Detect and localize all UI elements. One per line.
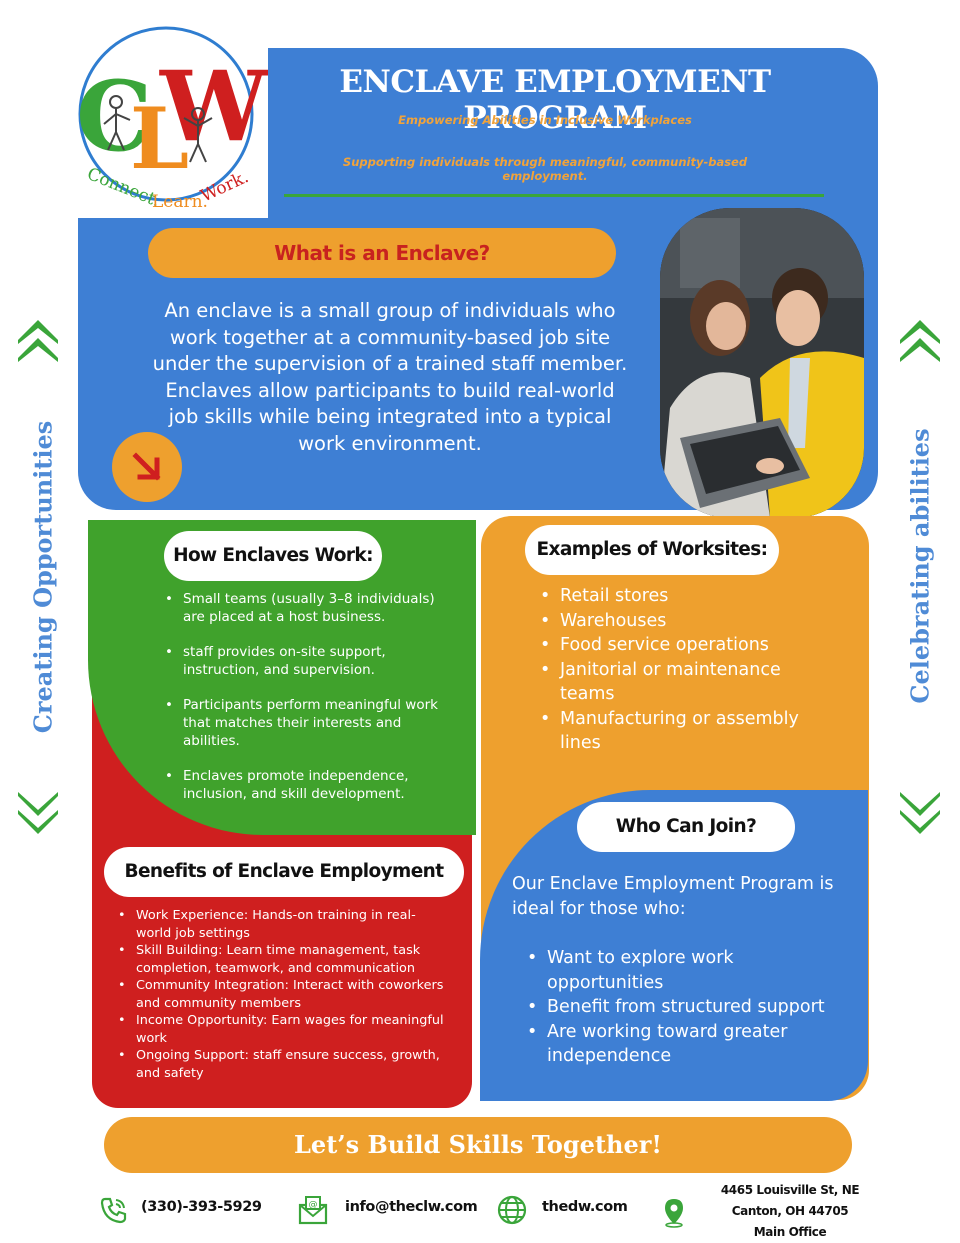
side-text-right: Celebrating abilities (905, 428, 935, 704)
chevron-up-icon (900, 320, 940, 362)
contact-website[interactable]: thedw.com (542, 1199, 628, 1215)
list-item: Skill Building: Learn time management, t… (118, 942, 448, 977)
logo-work: Work. (198, 167, 252, 206)
who-can-join-heading: Who Can Join? (577, 802, 795, 852)
phone-icon (100, 1197, 127, 1224)
list-item: Warehouses (540, 609, 820, 634)
divider (284, 194, 824, 197)
who-can-join-intro: Our Enclave Employment Program is ideal … (512, 874, 834, 919)
list-item: staff provides on-site support, instruct… (165, 643, 460, 679)
address-line-street: 4465 Louisville St, NE (720, 1183, 860, 1197)
address-line-office: Main Office (753, 1225, 827, 1239)
list-item: Want to explore work opportunities (527, 946, 847, 995)
list-item: Benefit from structured support (527, 995, 847, 1020)
logo: C L W Connect. Learn. Work. (68, 22, 269, 218)
email-icon: @ (298, 1196, 328, 1225)
list-item: Small teams (usually 3–8 individuals) ar… (165, 590, 460, 626)
page-title: ENCLAVE EMPLOYMENT PROGRAM (339, 64, 771, 136)
what-is-enclave-heading: What is an Enclave? (148, 228, 616, 278)
list-item: Manufacturing or assembly lines (540, 707, 820, 756)
list-item: Community Integration: Interact with cow… (118, 977, 448, 1012)
how-it-works-list: Small teams (usually 3–8 individuals) ar… (165, 590, 460, 820)
svg-text:L: L (130, 89, 189, 188)
list-item: Are working toward greater independence (527, 1020, 847, 1069)
address-line-city: Canton, OH 44705 (731, 1204, 849, 1218)
examples-list: Retail stores Warehouses Food service op… (540, 584, 820, 756)
list-item: Ongoing Support: staff ensure success, g… (118, 1047, 448, 1082)
list-item: Participants perform meaningful work tha… (165, 696, 460, 750)
list-item: Janitorial or maintenance teams (540, 658, 820, 707)
arrow-down-right-icon (112, 432, 182, 502)
who-can-join-list: Want to explore work opportunities Benef… (527, 946, 847, 1069)
list-item: Income Opportunity: Earn wages for meani… (118, 1012, 448, 1047)
photo-workers-laptop (660, 208, 864, 518)
list-item: Retail stores (540, 584, 820, 609)
chevron-down-icon (900, 792, 940, 834)
globe-icon (497, 1195, 527, 1225)
what-is-enclave-description: An enclave is a small group of individua… (152, 299, 628, 455)
tagline-primary: Empowering Abilities in Inclusive Workpl… (398, 113, 692, 127)
logo-learn: Learn. (152, 192, 208, 212)
tagline-secondary: Supporting individuals through meaningfu… (342, 155, 748, 183)
side-text-left: Creating Opportunities (28, 420, 58, 734)
svg-text:@: @ (309, 1200, 318, 1210)
examples-heading: Examples of Worksites: (525, 525, 779, 575)
how-it-works-heading: How Enclaves Work: (164, 531, 382, 581)
chevron-down-icon (18, 792, 58, 834)
list-item: Work Experience: Hands-on training in re… (118, 907, 448, 942)
contact-email[interactable]: info@theclw.com (345, 1199, 478, 1215)
location-pin-icon (665, 1199, 683, 1228)
list-item: Food service operations (540, 633, 820, 658)
benefits-list: Work Experience: Hands-on training in re… (118, 907, 448, 1082)
chevron-up-icon (18, 320, 58, 362)
list-item: Enclaves promote independence, inclusion… (165, 767, 460, 803)
benefits-heading: Benefits of Enclave Employment (104, 847, 464, 897)
cta-banner: Let’s Build Skills Together! (104, 1117, 852, 1173)
contact-phone[interactable]: (330)-393-5929 (141, 1199, 262, 1215)
contact-address: 4465 Louisville St, NE Canton, OH 44705 … (720, 1180, 860, 1243)
svg-text:W: W (159, 50, 268, 163)
